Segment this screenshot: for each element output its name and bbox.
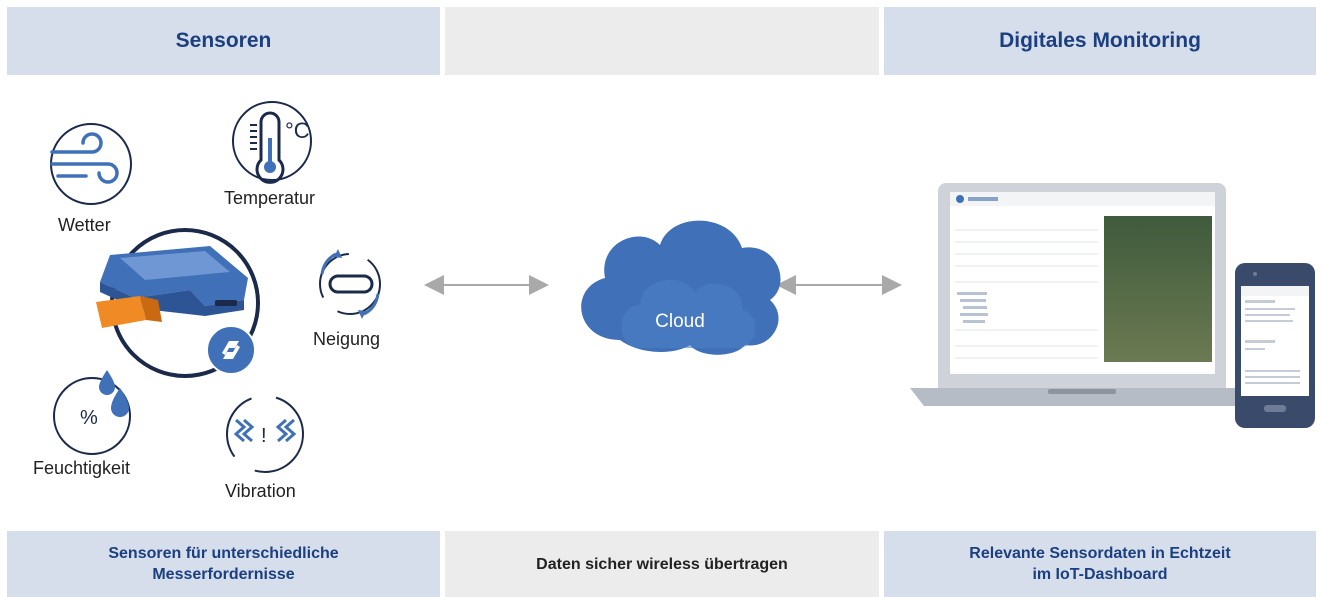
header-sensors: Sensoren — [7, 7, 440, 75]
footer-dashboard-line2: im IoT-Dashboard — [1032, 566, 1168, 583]
footer-dashboard: Relevante Sensordaten in Echtzeit im IoT-… — [884, 531, 1316, 597]
vibration-icon: ! — [226, 395, 304, 473]
cloud-icon: Cloud — [581, 220, 781, 355]
label-vibration: Vibration — [225, 481, 296, 501]
header-monitoring-title: Digitales Monitoring — [999, 29, 1201, 52]
label-humidity: Feuchtigkeit — [33, 458, 131, 478]
footer-sensors-line2: Messerfordernisse — [152, 566, 295, 583]
thermometer-icon: °C — [232, 101, 312, 184]
footer-transfer-text: Daten sicher wireless übertragen — [536, 555, 788, 573]
label-temperature: Temperatur — [224, 188, 316, 208]
label-weather: Wetter — [58, 215, 111, 235]
header-sensors-title: Sensoren — [175, 29, 272, 52]
cloud-label: Cloud — [655, 311, 705, 332]
footer-sensors-line1: Sensoren für unterschiedliche — [108, 545, 339, 562]
footer-dashboard-line1: Relevante Sensordaten in Echtzeit — [969, 545, 1231, 562]
wind-icon — [50, 123, 132, 205]
header-monitoring: Digitales Monitoring — [884, 7, 1316, 75]
label-tilt: Neigung — [313, 329, 381, 349]
vibration-symbol: ! — [261, 425, 267, 447]
humidity-icon: % — [53, 370, 131, 455]
laptop-icon — [910, 183, 1254, 406]
sensor-device — [96, 228, 260, 378]
footer-transfer: Daten sicher wireless übertragen — [445, 531, 879, 597]
humidity-symbol: % — [80, 407, 98, 429]
celsius-unit: °C — [285, 118, 310, 143]
phone-icon — [1235, 263, 1315, 428]
header-middle — [445, 7, 879, 75]
tilt-icon — [319, 249, 381, 319]
